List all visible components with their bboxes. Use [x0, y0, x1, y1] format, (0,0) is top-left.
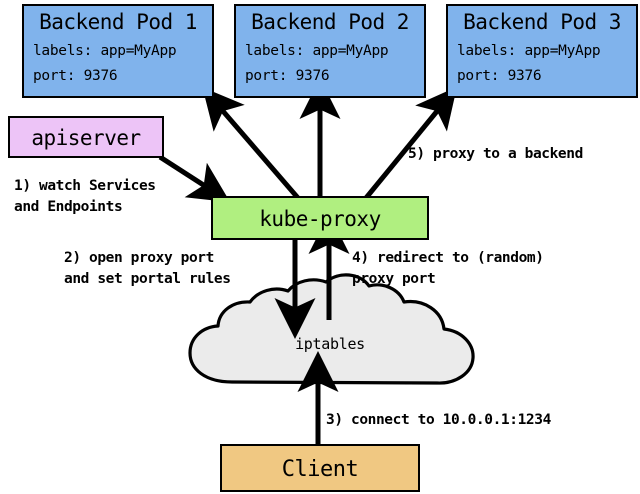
iptables-label: iptables: [295, 335, 365, 353]
kube-proxy-label: kube-proxy: [259, 207, 381, 231]
pod-3-labels: labels: app=MyApp: [457, 43, 601, 59]
pod-1-title: Backend Pod 1: [39, 10, 197, 34]
step-label-2: 2) open proxy port and set portal rules: [64, 250, 231, 287]
arrow-kubeproxy-to-pod-3: [364, 86, 457, 200]
step-label-1: 1) watch Services and Endpoints: [14, 178, 156, 215]
backend-pod-2: Backend Pod 2 labels: app=MyApp port: 93…: [234, 4, 426, 98]
client-label: Client: [281, 457, 359, 482]
step-label-3: 3) connect to 10.0.0.1:1234: [326, 412, 551, 428]
iptables-cloud: [188, 273, 475, 385]
pod-2-title: Backend Pod 2: [251, 10, 409, 34]
pod-2-labels: labels: app=MyApp: [245, 43, 389, 59]
step-label-4: 4) redirect to (random) proxy port: [352, 250, 544, 287]
pod-3-port: port: 9376: [457, 68, 542, 84]
backend-pod-3: Backend Pod 3 labels: app=MyApp port: 93…: [446, 4, 638, 98]
backend-pod-1: Backend Pod 1 labels: app=MyApp port: 93…: [22, 4, 214, 98]
step-label-5: 5) proxy to a backend: [408, 146, 583, 162]
apiserver-label: apiserver: [31, 126, 141, 150]
arrow-step-1: [158, 154, 231, 203]
apiserver-node: apiserver: [8, 116, 164, 158]
pod-2-port: port: 9376: [245, 68, 330, 84]
client-node: Client: [220, 444, 420, 492]
pod-1-port: port: 9376: [33, 68, 118, 84]
kube-proxy-node: kube-proxy: [211, 196, 429, 240]
arrow-kubeproxy-to-pod-1: [202, 87, 300, 200]
pod-3-title: Backend Pod 3: [463, 10, 621, 34]
pod-1-labels: labels: app=MyApp: [33, 43, 177, 59]
